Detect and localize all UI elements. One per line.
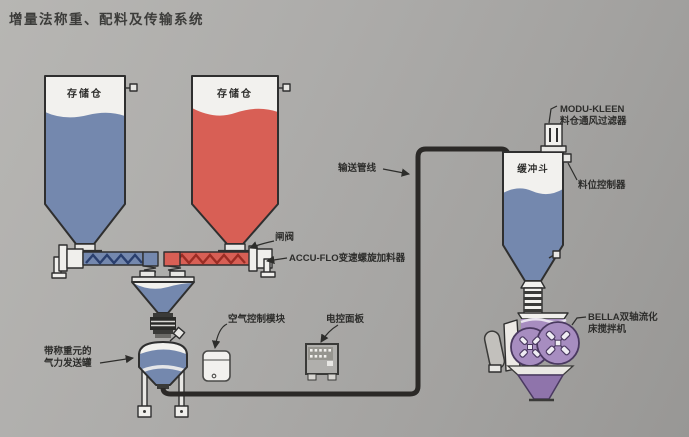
conveying-line-label: 输送管线 xyxy=(338,162,377,174)
level-controller-icon xyxy=(562,153,572,163)
page-title: 增量法称重、配料及传输系统 xyxy=(9,12,204,27)
storage-silo-right: 存储仓 xyxy=(191,75,291,253)
mixer-label-1: BELLA双轴流化 xyxy=(588,311,658,323)
conveying-pipe xyxy=(160,146,511,397)
silo-left-level-sensor-icon xyxy=(129,83,138,92)
vent-filter-label-1: MODU-KLEEN xyxy=(560,104,625,115)
control-panel-label: 电控面板 xyxy=(326,313,365,325)
mixer-motor-icon xyxy=(483,330,506,370)
callouts: 闸阀 ACCU-FLO变速螺旋加料器 输送管线 MODU-KLEEN 料仓通风过… xyxy=(43,104,658,369)
screw-left-icon xyxy=(85,253,143,265)
screw-feeder-left xyxy=(51,244,159,279)
buffer-material xyxy=(503,188,563,281)
cone-sensor-icon xyxy=(552,250,561,259)
silo-right-material xyxy=(192,108,278,244)
bella-mixer xyxy=(483,312,580,402)
silo-left-label: 存储仓 xyxy=(67,87,103,100)
gate-valve-label: 闸阀 xyxy=(275,231,294,243)
control-panel-box xyxy=(305,343,339,381)
level-controller-label: 料位控制器 xyxy=(578,179,626,191)
mixer-label-2: 床搅拌机 xyxy=(588,323,627,335)
agitator-right-icon xyxy=(545,330,571,356)
vent-filter-label-2: 料仓通风过滤器 xyxy=(560,115,627,127)
tank-sensor-icon xyxy=(172,326,186,340)
weigh-hopper xyxy=(131,270,195,334)
silo-right-level-sensor-icon xyxy=(282,83,291,92)
weigh-tank-label-2: 气力发送罐 xyxy=(43,357,92,369)
buffer-hopper: 缓冲斗 xyxy=(502,123,572,315)
agitator-left-icon xyxy=(519,336,541,358)
silo-right-label: 存储仓 xyxy=(217,87,253,100)
screw-feeder-label: ACCU-FLO变速螺旋加料器 xyxy=(289,252,406,264)
air-control-module-label: 空气控制模块 xyxy=(228,313,286,325)
weigh-tank-label-1: 带称重元的 xyxy=(44,345,92,357)
screw-right-icon xyxy=(174,253,246,265)
page-edge-strip xyxy=(0,430,689,437)
storage-silo-left: 存储仓 xyxy=(44,75,138,253)
vent-filter-icon xyxy=(544,123,563,147)
bellows-connector-icon xyxy=(150,317,176,330)
pneumatic-weigh-tank xyxy=(137,326,189,418)
silo-left-material xyxy=(45,112,125,244)
air-control-module xyxy=(202,350,231,382)
buffer-hopper-label: 缓冲斗 xyxy=(517,163,549,175)
